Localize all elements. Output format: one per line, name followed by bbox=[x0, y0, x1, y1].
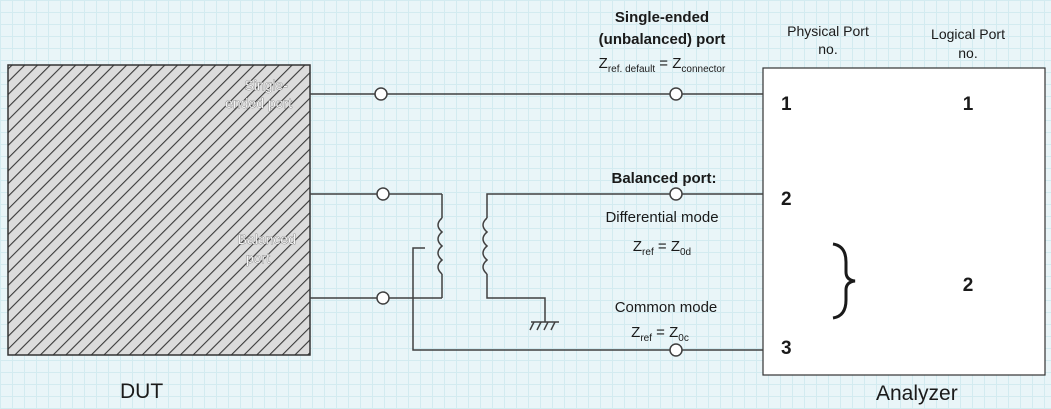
logical-port-brace bbox=[832, 242, 856, 320]
balanced-port-annotation: Balanced port: Differential mode Zref = … bbox=[605, 170, 718, 344]
dut-balanced-label-line1: Balanced bbox=[238, 231, 296, 247]
ground-symbol bbox=[529, 321, 559, 331]
dut-title: DUT bbox=[120, 380, 163, 403]
terminal-differential bbox=[669, 187, 683, 201]
transformer bbox=[437, 217, 489, 275]
terminal-single-ended-analyzer bbox=[669, 87, 683, 101]
single-ended-z-label: Zref. default = Zconnector bbox=[599, 55, 726, 75]
logical-port-header-line2: no. bbox=[958, 45, 977, 61]
terminal-common bbox=[669, 343, 683, 357]
secondary-coil bbox=[482, 217, 489, 275]
analyzer-block: Physical Port no. Logical Port no. 1 2 3… bbox=[762, 23, 1046, 405]
terminal-single-ended-dut bbox=[374, 87, 388, 101]
primary-coil bbox=[437, 217, 444, 275]
dut-hatched-box bbox=[7, 64, 311, 356]
analyzer-box bbox=[762, 67, 1046, 376]
single-ended-title-line1: Single-ended bbox=[615, 9, 709, 26]
dut-single-ended-label-line1: Single- bbox=[244, 77, 288, 93]
logical-port-header-line1: Logical Port bbox=[931, 26, 1005, 42]
single-ended-title-line2: (unbalanced) port bbox=[599, 31, 726, 48]
dut-block: Single- ended port Balanced port DUT bbox=[7, 64, 311, 403]
differential-mode-label: Differential mode bbox=[605, 209, 718, 226]
balanced-port-title: Balanced port: bbox=[611, 170, 716, 187]
differential-z-label: Zref = Z0d bbox=[633, 238, 691, 258]
analyzer-title: Analyzer bbox=[876, 382, 958, 405]
physical-port-header-line1: Physical Port bbox=[787, 23, 869, 39]
dut-balanced-label-line2: port bbox=[246, 250, 270, 266]
physical-port-2: 2 bbox=[781, 189, 792, 210]
dut-single-ended-label-line2: ended port bbox=[225, 95, 292, 111]
logical-port-1: 1 bbox=[963, 94, 974, 115]
common-z-label: Zref = Z0c bbox=[631, 324, 689, 344]
physical-port-3: 3 bbox=[781, 338, 792, 359]
terminals bbox=[374, 87, 683, 357]
terminal-balanced-upper bbox=[376, 187, 390, 201]
common-mode-wire bbox=[412, 247, 763, 351]
physical-port-header-line2: no. bbox=[818, 41, 837, 57]
single-ended-port-annotation: Single-ended (unbalanced) port Zref. def… bbox=[599, 9, 726, 75]
physical-port-1: 1 bbox=[781, 94, 792, 115]
terminal-balanced-lower bbox=[376, 291, 390, 305]
secondary-ground-wire bbox=[486, 274, 546, 322]
logical-port-2: 2 bbox=[963, 275, 974, 296]
common-mode-label: Common mode bbox=[615, 299, 718, 316]
